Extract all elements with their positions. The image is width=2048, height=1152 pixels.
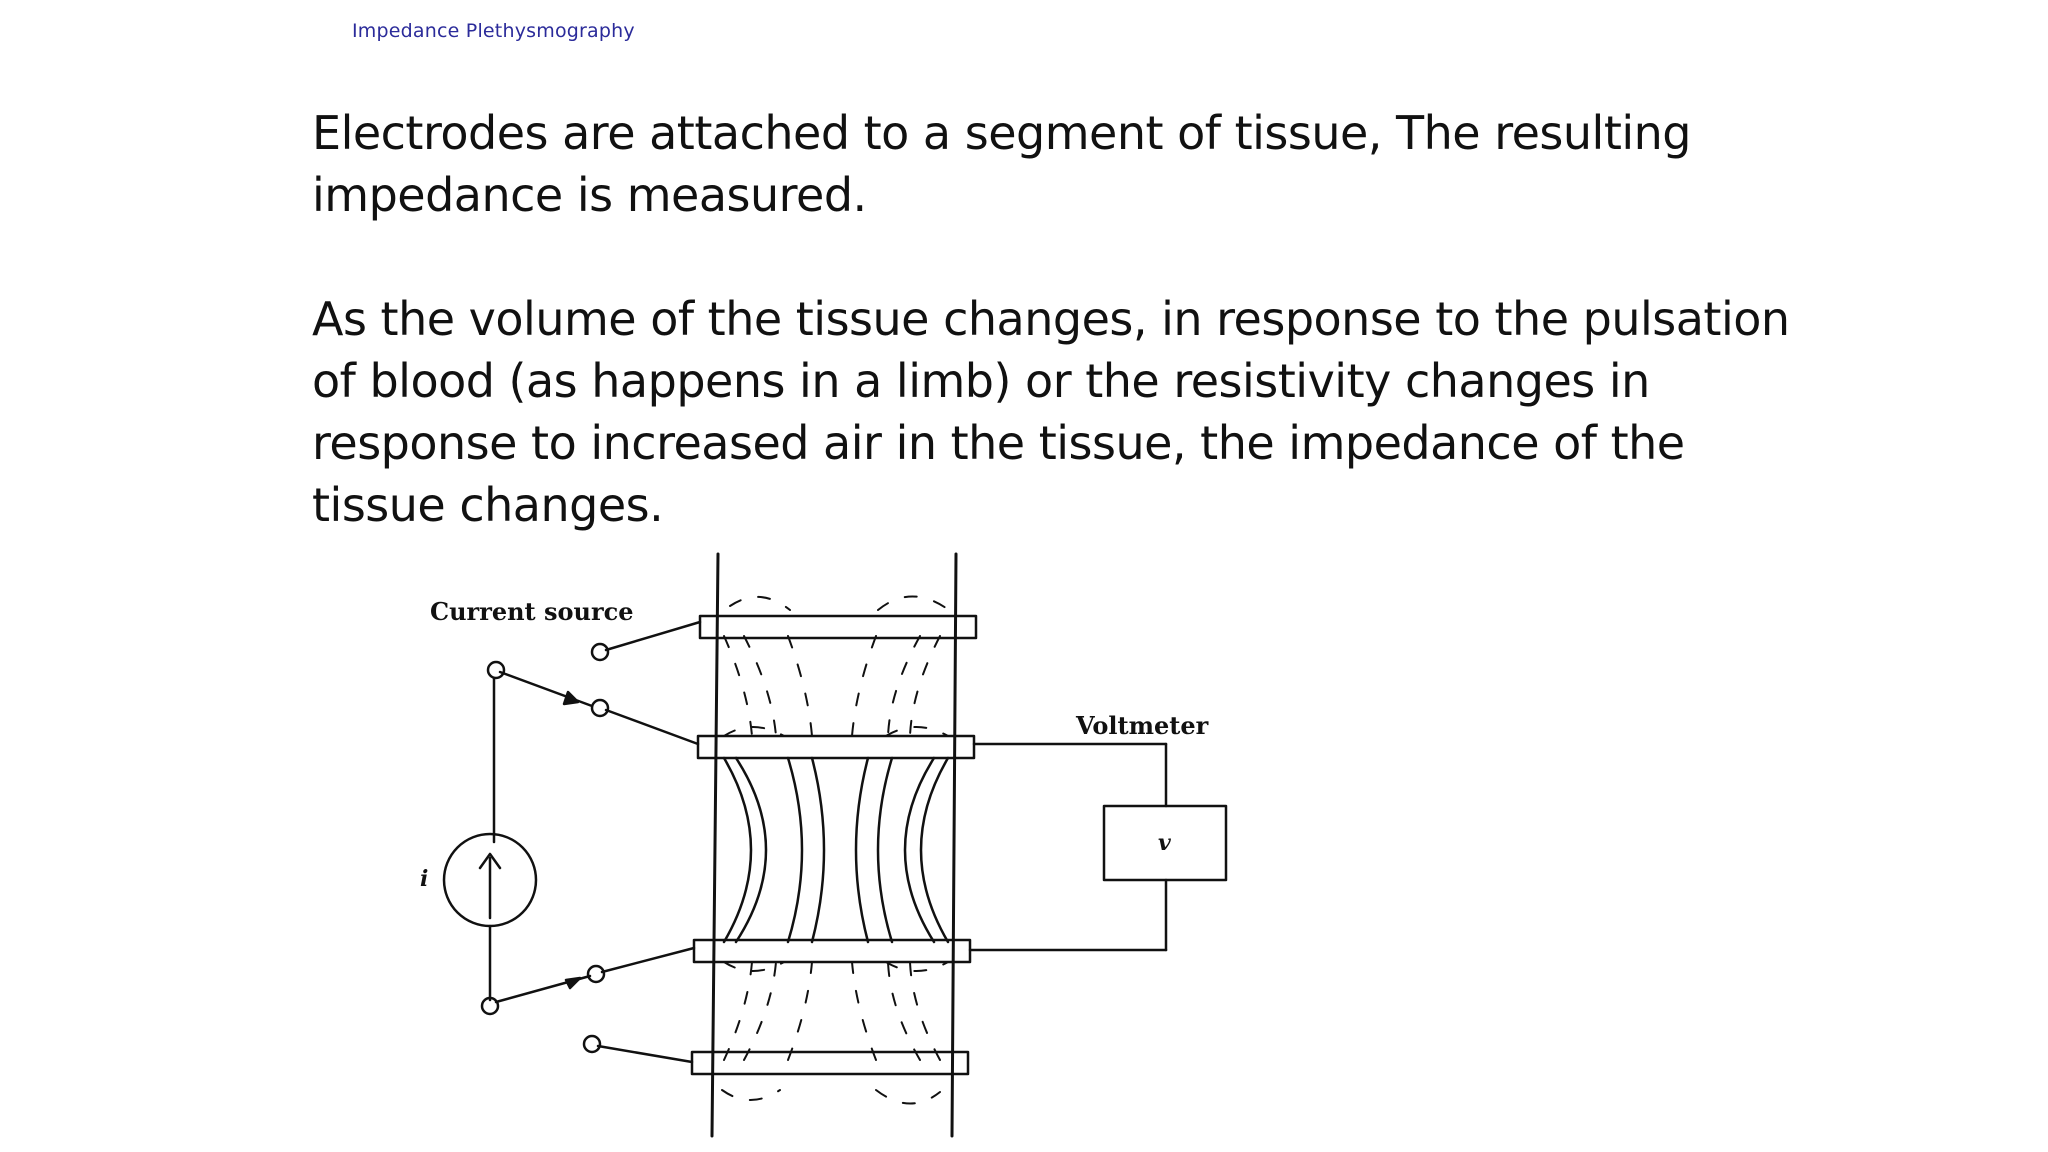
current-symbol: i [420, 866, 428, 892]
voltage-symbol: v [1158, 830, 1171, 856]
current-source-label: Current source [430, 597, 634, 626]
voltmeter-circuit [968, 742, 1228, 952]
tissue-segment-walls [710, 552, 958, 1138]
paragraph-volume-change: As the volume of the tissue changes, in … [312, 292, 1790, 532]
paragraph-electrodes: Electrodes are attached to a segment of … [312, 106, 1692, 222]
slide-header: Impedance Plethysmography [352, 20, 635, 42]
field-lines-dashed [721, 595, 949, 1105]
electrode-bands [690, 614, 978, 1076]
impedance-plethysmography-diagram: Current source Voltmeter i v [420, 552, 1228, 1138]
voltmeter-label: Voltmeter [1075, 711, 1209, 740]
field-lines-center [722, 756, 950, 944]
current-source-circuit [442, 620, 702, 1064]
